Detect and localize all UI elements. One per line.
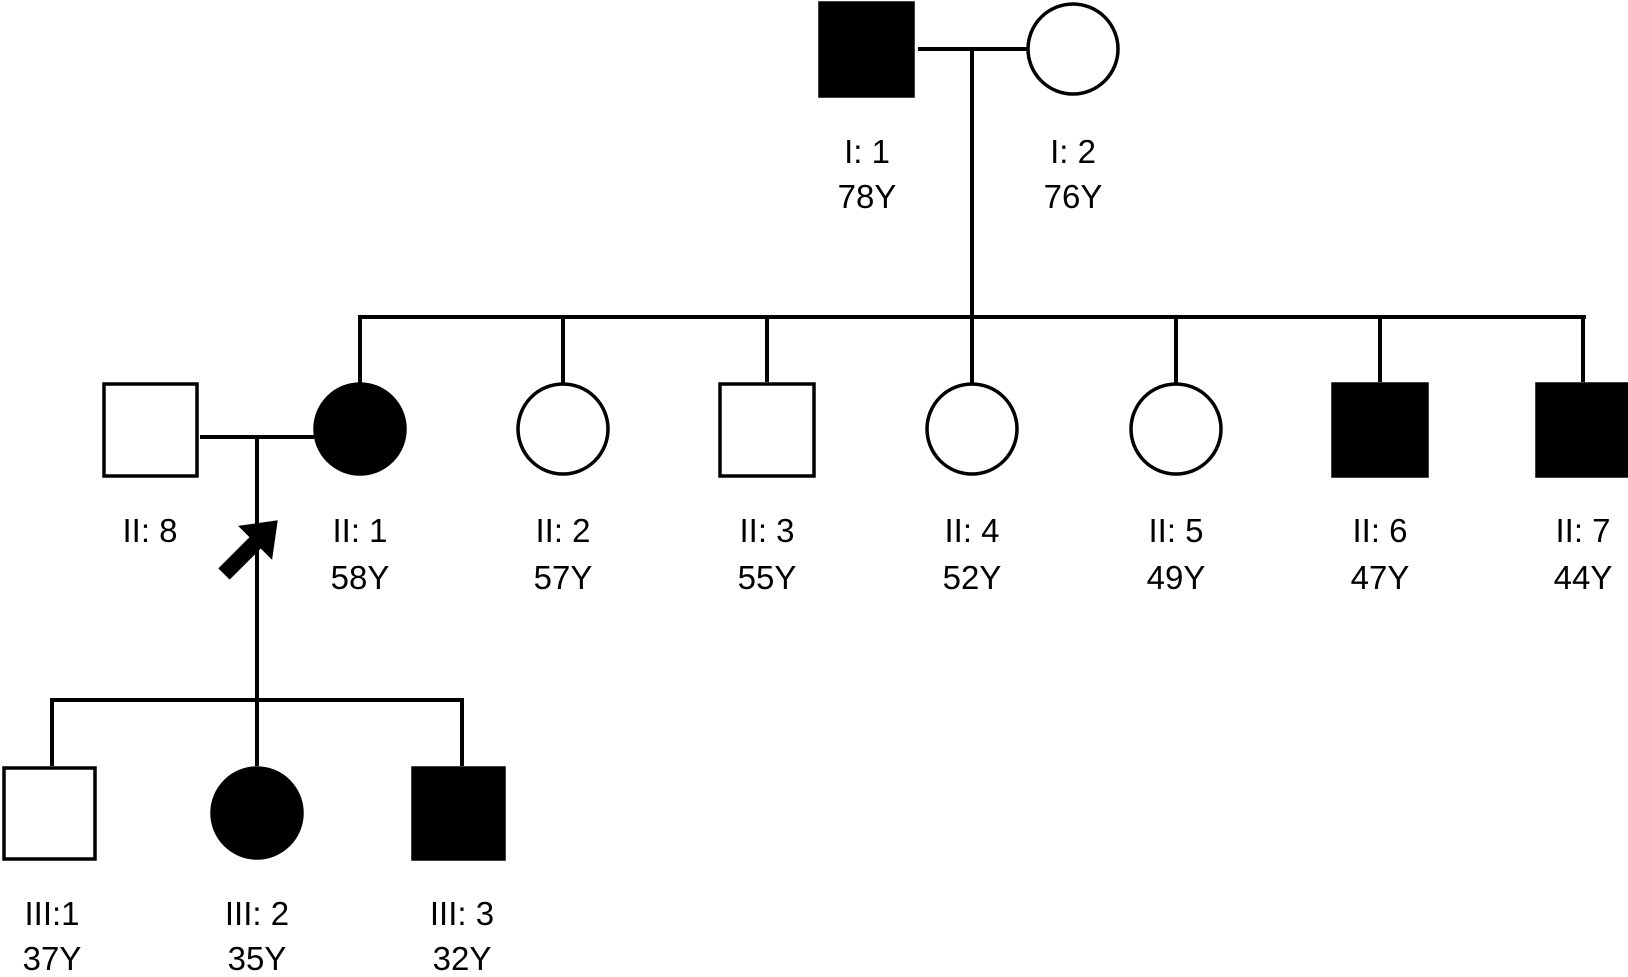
label-II-7: II: 7: [1555, 512, 1610, 549]
label-II-1: II: 1: [332, 512, 387, 549]
symbol-II-8: [102, 382, 199, 478]
label-II-5: II: 5: [1148, 512, 1203, 549]
label-III-1: III:1: [24, 895, 79, 932]
symbol-II-6: [1331, 382, 1429, 478]
symbol-II-4: [925, 382, 1019, 476]
symbol-II-5: [1129, 382, 1223, 476]
symbol-II-3: [718, 382, 816, 478]
age-II-4: 52Y: [943, 559, 1002, 596]
symbol-II-7: [1535, 382, 1628, 478]
age-III-3: 32Y: [433, 940, 492, 977]
symbol-III-2: [210, 766, 304, 860]
symbol-II-1: [313, 382, 407, 476]
symbol-I-2: [1026, 2, 1120, 96]
symbol-I-1: [818, 1, 915, 98]
label-II-4: II: 4: [944, 512, 999, 549]
label-I-1: I: 1: [844, 133, 890, 170]
symbol-III-3: [411, 766, 506, 861]
label-III-2: III: 2: [225, 895, 289, 932]
age-III-2: 35Y: [228, 940, 287, 977]
pedigree-lines: [50, 47, 1586, 766]
age-II-7: 44Y: [1554, 559, 1613, 596]
label-II-6: II: 6: [1352, 512, 1407, 549]
age-II-3: 55Y: [738, 559, 797, 596]
proband-arrow-icon: [218, 520, 278, 580]
age-I-1: 78Y: [838, 178, 897, 215]
age-II-2: 57Y: [534, 559, 593, 596]
age-II-6: 47Y: [1351, 559, 1410, 596]
label-III-3: III: 3: [430, 895, 494, 932]
age-III-1: 37Y: [23, 940, 82, 977]
symbol-II-2: [516, 382, 610, 476]
age-II-5: 49Y: [1147, 559, 1206, 596]
symbol-III-1: [2, 766, 97, 861]
pedigree-symbols: [2, 1, 1628, 861]
label-II-3: II: 3: [739, 512, 794, 549]
age-II-1: 58Y: [331, 559, 390, 596]
age-I-2: 76Y: [1044, 178, 1103, 215]
label-II-8: II: 8: [122, 512, 177, 549]
label-I-2: I: 2: [1050, 133, 1096, 170]
pedigree-labels: I: 1 78Y I: 2 76Y II: 8 II: 1 58Y II: 2 …: [23, 133, 1613, 977]
label-II-2: II: 2: [535, 512, 590, 549]
